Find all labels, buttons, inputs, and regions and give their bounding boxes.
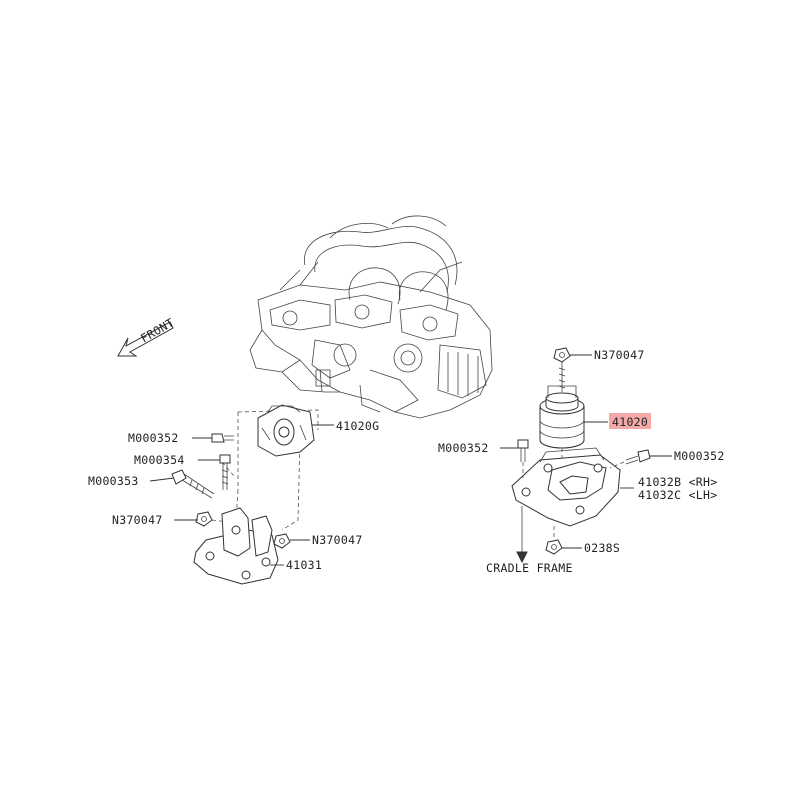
callout-m000354[interactable]: M000354 <box>134 453 185 467</box>
callout-m000352-left[interactable]: M000352 <box>128 431 179 445</box>
nut-0238s <box>545 539 563 555</box>
callout-41020[interactable]: 41020 <box>612 415 648 429</box>
callout-labels: N370047 41020 41020G M000352 M000354 M00… <box>88 348 725 575</box>
left-mount-group <box>171 404 319 585</box>
callout-41020-highlight <box>609 413 651 429</box>
callout-n370047-left[interactable]: N370047 <box>112 513 163 527</box>
callout-m000353[interactable]: M000353 <box>88 474 139 488</box>
nut-n370047-top <box>553 347 571 363</box>
callout-41032b[interactable]: 41032B <RH> <box>638 475 717 489</box>
callout-41020g[interactable]: 41020G <box>336 419 379 433</box>
bolt-m000352-mid <box>517 439 529 462</box>
callout-m000352-mid[interactable]: M000352 <box>438 441 489 455</box>
engine-block-illustration <box>249 215 493 419</box>
nut-n370047-left <box>195 511 213 527</box>
callout-m000352-right[interactable]: M000352 <box>674 449 725 463</box>
front-direction-indicator: FRONT <box>117 315 176 357</box>
callout-41032c[interactable]: 41032C <LH> <box>638 488 717 502</box>
front-label: FRONT <box>138 315 176 345</box>
right-mount-group <box>511 347 651 564</box>
bolt-m000352-right <box>625 449 651 465</box>
cradle-arrow-icon <box>516 551 528 564</box>
bolt-m000354 <box>219 454 231 490</box>
leader-lines <box>149 354 672 566</box>
bolt-m000352-left <box>211 433 234 443</box>
part-41020g <box>257 404 315 457</box>
callout-41031[interactable]: 41031 <box>286 558 322 572</box>
callout-n370047-top[interactable]: N370047 <box>594 348 645 362</box>
callout-n370047-mid[interactable]: N370047 <box>312 533 363 547</box>
front-arrow-icon <box>117 321 174 357</box>
callout-0238s[interactable]: 0238S <box>584 541 620 555</box>
part-41031 <box>193 507 279 585</box>
cradle-frame-label: CRADLE FRAME <box>486 561 573 575</box>
nut-n370047-mid <box>273 533 291 549</box>
part-41020 <box>539 385 585 449</box>
part-41032 <box>511 447 621 527</box>
bolt-m000353 <box>171 469 215 499</box>
